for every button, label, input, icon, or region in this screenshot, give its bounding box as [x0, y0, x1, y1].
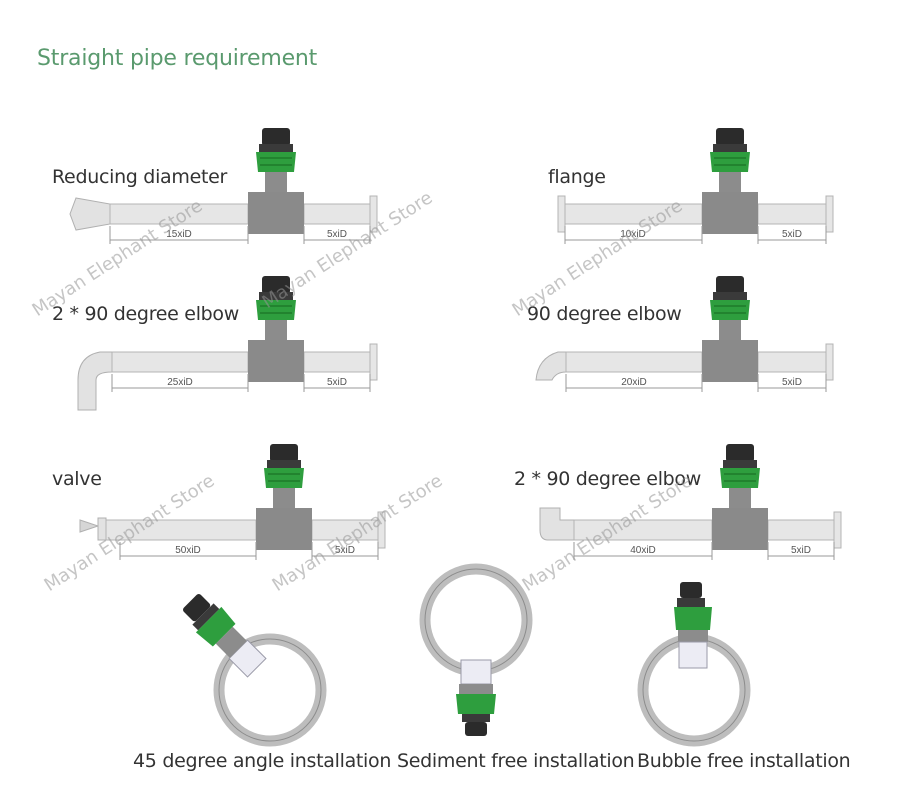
installation-caption-sediment-free: Sediment free installation — [397, 750, 635, 772]
dim-label-down-90-elbow: 5xiD — [782, 377, 802, 388]
installation-caption-45-degree: 45 degree angle installation — [133, 750, 392, 772]
dim-label-down-flange: 5xiD — [782, 229, 802, 240]
config-label-90-elbow: 90 degree elbow — [527, 303, 682, 325]
config-valve — [79, 443, 386, 551]
dim-label-up-flange: 10xiD — [620, 229, 646, 240]
config-90-elbow — [535, 275, 834, 383]
config-reducing-diameter — [69, 127, 378, 235]
dim-label-up-reducing: 15xiD — [166, 229, 192, 240]
config-flange — [557, 127, 834, 235]
config-label-valve: valve — [52, 468, 102, 490]
diagram-title: Straight pipe requirement — [37, 46, 318, 71]
config-label-reducing-diameter: Reducing diameter — [52, 166, 228, 188]
config-label-two-elbow: 2 * 90 degree elbow — [52, 303, 239, 325]
dimension-lines — [109, 226, 835, 560]
dim-label-up-90-elbow: 20xiD — [621, 377, 647, 388]
dim-label-down-two-elbow-offset: 5xiD — [791, 545, 811, 556]
dim-label-up-two-elbow-offset: 40xiD — [630, 545, 656, 556]
installation-bubble-free — [637, 582, 751, 747]
dim-label-down-reducing: 5xiD — [327, 229, 347, 240]
dim-label-up-valve: 50xiD — [175, 545, 201, 556]
installation-sediment-free — [419, 563, 533, 736]
installation-45-degree — [183, 594, 327, 747]
config-label-two-elbow-offset: 2 * 90 degree elbow — [514, 468, 701, 490]
config-two-elbow — [77, 275, 378, 411]
installation-caption-bubble-free: Bubble free installation — [637, 750, 851, 772]
config-two-elbow-offset — [539, 443, 842, 551]
dim-label-up-two-elbow: 25xiD — [167, 377, 193, 388]
config-label-flange: flange — [548, 166, 606, 188]
dim-label-down-valve: 5xiD — [335, 545, 355, 556]
dim-label-down-two-elbow: 5xiD — [327, 377, 347, 388]
